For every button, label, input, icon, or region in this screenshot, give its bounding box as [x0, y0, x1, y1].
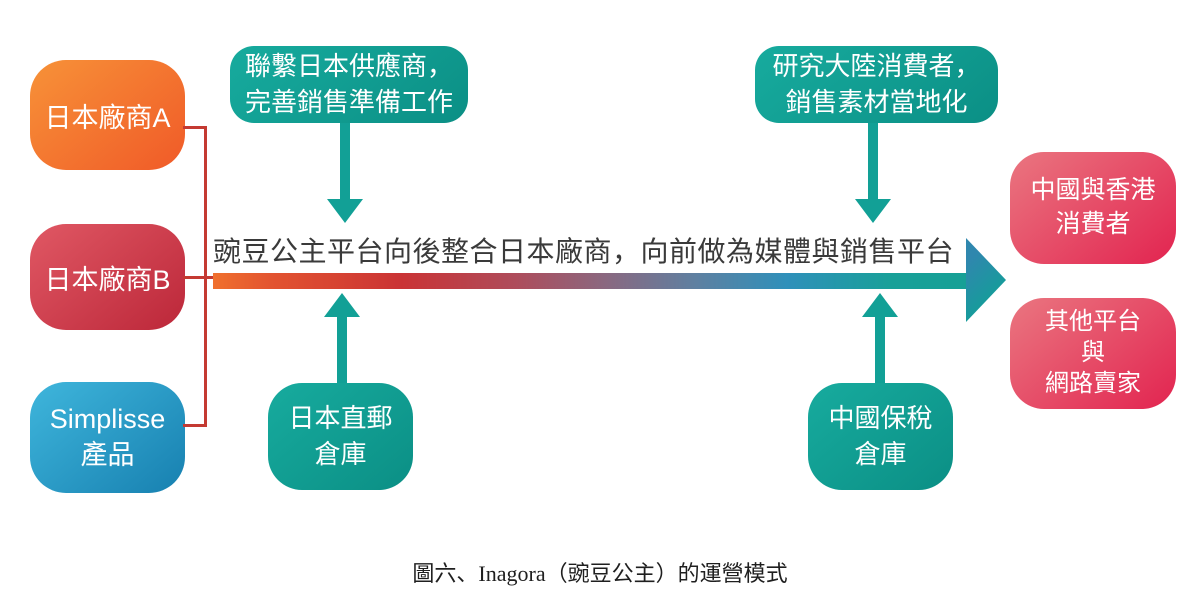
- supplier-box-japan-maker-a: 日本廠商A: [30, 60, 185, 170]
- resellers-line1: 其他平台: [1045, 308, 1141, 336]
- flow-arrow-label: 豌豆公主平台向後整合日本廠商，向前做為媒體與銷售平台: [213, 236, 955, 267]
- simplisse-label-line2: 產品: [80, 439, 135, 470]
- resellers-line3: 網路賣家: [1045, 369, 1141, 397]
- activity-left-line1: 聯繫日本供應商，: [244, 50, 453, 81]
- warehouse-china-line1: 中國保稅: [828, 402, 933, 433]
- supplier-box-japan-maker-b: 日本廠商B: [30, 224, 185, 330]
- flow-arrowhead-icon: [966, 238, 1006, 322]
- consumers-line2: 消費者: [1055, 210, 1131, 238]
- supplier-box-simplisse: Simplisse 產品: [30, 382, 185, 493]
- supplier-a-label: 日本廠商A: [44, 102, 171, 133]
- flow-arrow-bar: [213, 273, 968, 289]
- activity-right-line2: 銷售素材當地化: [785, 86, 968, 117]
- up-arrow-left-icon: [324, 293, 360, 317]
- connector-line-supplier-b: [183, 276, 214, 279]
- down-arrow-right-icon: [855, 199, 891, 223]
- figure-caption: 圖六、Inagora（豌豆公主）的運營模式: [412, 561, 788, 586]
- activity-box-consumer-research: 研究大陸消費者， 銷售素材當地化: [755, 46, 998, 123]
- warehouse-box-china-bonded: 中國保稅 倉庫: [808, 383, 953, 490]
- activity-right-line1: 研究大陸消費者，: [772, 50, 981, 81]
- up-arrow-right-stem: [875, 316, 885, 384]
- warehouse-china-line2: 倉庫: [854, 438, 907, 469]
- consumers-line1: 中國與香港: [1030, 176, 1156, 205]
- down-arrow-left-stem: [340, 123, 350, 200]
- warehouse-japan-line2: 倉庫: [314, 438, 367, 469]
- customer-box-other-platform-sellers: 其他平台 與 網路賣家: [1010, 298, 1176, 409]
- activity-box-supplier-liaison: 聯繫日本供應商， 完善銷售準備工作: [230, 46, 468, 123]
- warehouse-box-japan-direct-mail: 日本直郵 倉庫: [268, 383, 413, 490]
- connector-line-supplier-a: [183, 126, 207, 129]
- down-arrow-right-stem: [868, 123, 878, 200]
- simplisse-label-line1: Simplisse: [49, 404, 166, 435]
- down-arrow-left-icon: [327, 199, 363, 223]
- resellers-line2: 與: [1081, 339, 1105, 367]
- activity-left-line2: 完善銷售準備工作: [244, 86, 453, 117]
- connector-line-simplisse: [183, 424, 207, 427]
- warehouse-japan-line1: 日本直郵: [288, 402, 393, 433]
- supplier-b-label: 日本廠商B: [44, 264, 171, 295]
- up-arrow-left-stem: [337, 316, 347, 384]
- customer-box-china-hk-consumers: 中國與香港 消費者: [1010, 152, 1176, 264]
- up-arrow-right-icon: [862, 293, 898, 317]
